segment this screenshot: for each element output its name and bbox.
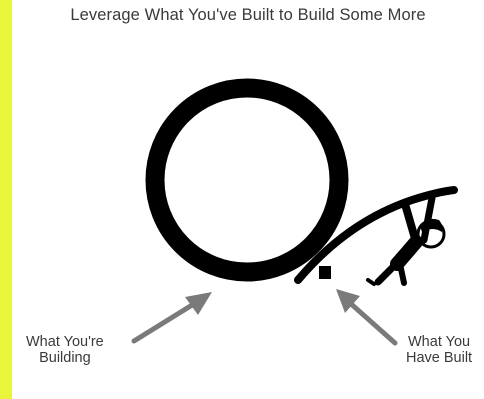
label-built-line2: Have Built — [406, 350, 473, 366]
arrow-to-wheel-icon — [131, 292, 212, 344]
label-built-line1: What You — [408, 334, 471, 350]
label-building-line1: What You're — [26, 334, 104, 350]
fulcrum-block-icon — [319, 266, 331, 279]
label-what-youre-building: What You're Building — [26, 334, 104, 366]
arrow-to-block-icon — [336, 289, 398, 346]
wheel-icon — [145, 78, 349, 282]
diagram-title: Leverage What You've Built to Build Some… — [70, 6, 426, 24]
diagram-artwork — [131, 78, 458, 346]
label-building-line2: Building — [39, 350, 91, 366]
diagram-panel: Leverage What You've Built to Build Some… — [12, 0, 484, 399]
label-what-you-have-built: What You Have Built — [406, 334, 472, 366]
person-icon — [366, 194, 446, 286]
